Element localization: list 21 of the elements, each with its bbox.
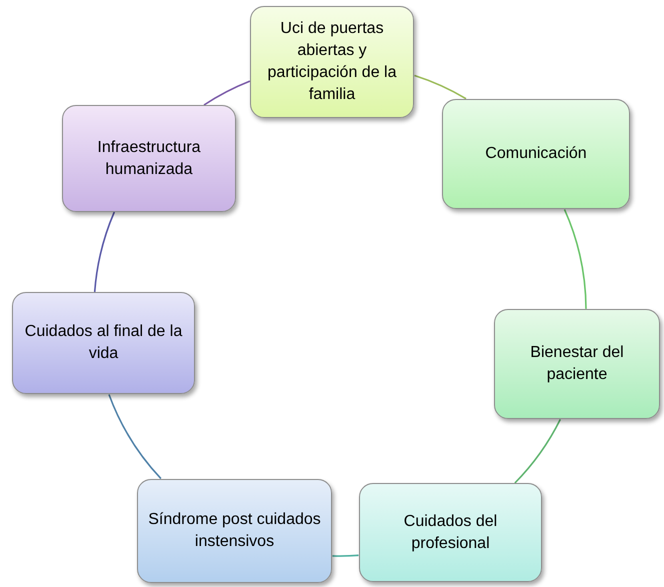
rounded-box — [62, 105, 236, 212]
rounded-box — [359, 483, 542, 582]
rounded-box — [494, 309, 660, 419]
connector-arc — [414, 74, 466, 100]
connector-arc — [108, 394, 162, 480]
rounded-box — [137, 479, 332, 583]
connector-arc — [564, 209, 587, 309]
box-label: Comunicación — [485, 144, 587, 164]
box-label: Cuidados del profesional — [402, 512, 498, 554]
connector-arc — [332, 554, 359, 557]
box-label: Infraestructura humanizada — [96, 138, 202, 180]
connector-arc — [204, 80, 250, 106]
box-label: Síndrome post cuidados instensivos — [147, 510, 322, 552]
connector-arc — [514, 419, 561, 484]
rounded-box — [250, 6, 414, 118]
box-label: Cuidados al final de la vida — [24, 322, 184, 364]
rounded-box — [442, 99, 630, 209]
rounded-box — [12, 292, 195, 394]
box-label: Bienestar del paciente — [529, 343, 625, 385]
connector-arc — [94, 212, 116, 292]
box-label: Uci de puertas abiertas y participación de la familia — [266, 19, 398, 105]
